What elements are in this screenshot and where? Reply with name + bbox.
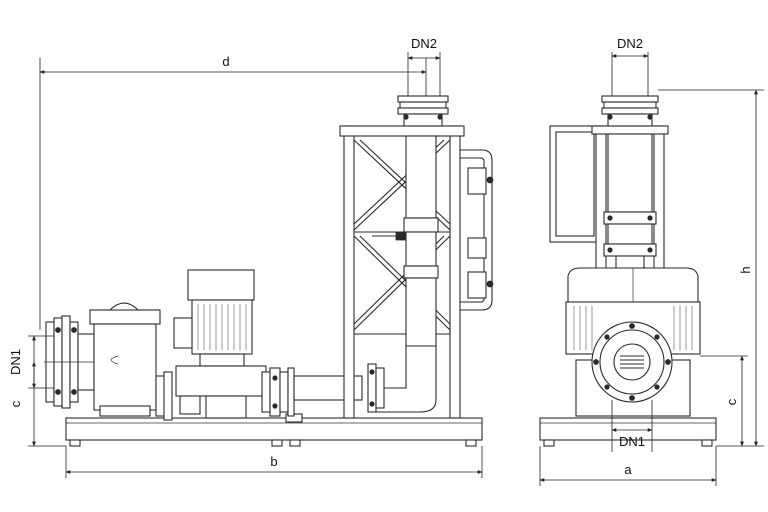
discharge-flange-top bbox=[397, 95, 449, 127]
control-cabinet bbox=[549, 125, 601, 243]
tower-frame bbox=[339, 125, 465, 419]
front-flange-top bbox=[601, 95, 659, 127]
pump-motor bbox=[173, 269, 255, 367]
front-view bbox=[539, 95, 717, 447]
dim-label-a: a bbox=[624, 462, 632, 477]
dim-label-d: d bbox=[222, 54, 229, 69]
dim-label-c-front: c bbox=[724, 398, 739, 405]
suction-flange bbox=[44, 315, 98, 409]
dim-label-h: h bbox=[738, 266, 753, 273]
bypass-pipe bbox=[459, 149, 494, 311]
pump-body bbox=[175, 365, 267, 419]
riser-pipe bbox=[371, 135, 439, 413]
suction-pipe bbox=[155, 371, 173, 421]
side-base-frame bbox=[65, 413, 483, 447]
dim-label-dn2-front: DN2 bbox=[617, 36, 643, 51]
dim-label-dn1-front: DN1 bbox=[619, 434, 645, 449]
discharge-flanges bbox=[261, 367, 295, 417]
strainer-housing bbox=[89, 302, 161, 417]
front-riser bbox=[603, 133, 657, 271]
side-view bbox=[44, 95, 494, 447]
front-motor bbox=[565, 267, 701, 355]
dim-label-b: b bbox=[270, 454, 277, 469]
front-pump-casing bbox=[575, 321, 691, 417]
dim-label-dn2-side: DN2 bbox=[411, 36, 437, 51]
dim-label-dn1-side: DN1 bbox=[8, 349, 23, 375]
dim-label-c-side: c bbox=[8, 400, 23, 407]
valve-handle bbox=[372, 231, 407, 241]
tower-bottom-flange bbox=[367, 363, 385, 413]
dimension-lines bbox=[28, 52, 764, 486]
